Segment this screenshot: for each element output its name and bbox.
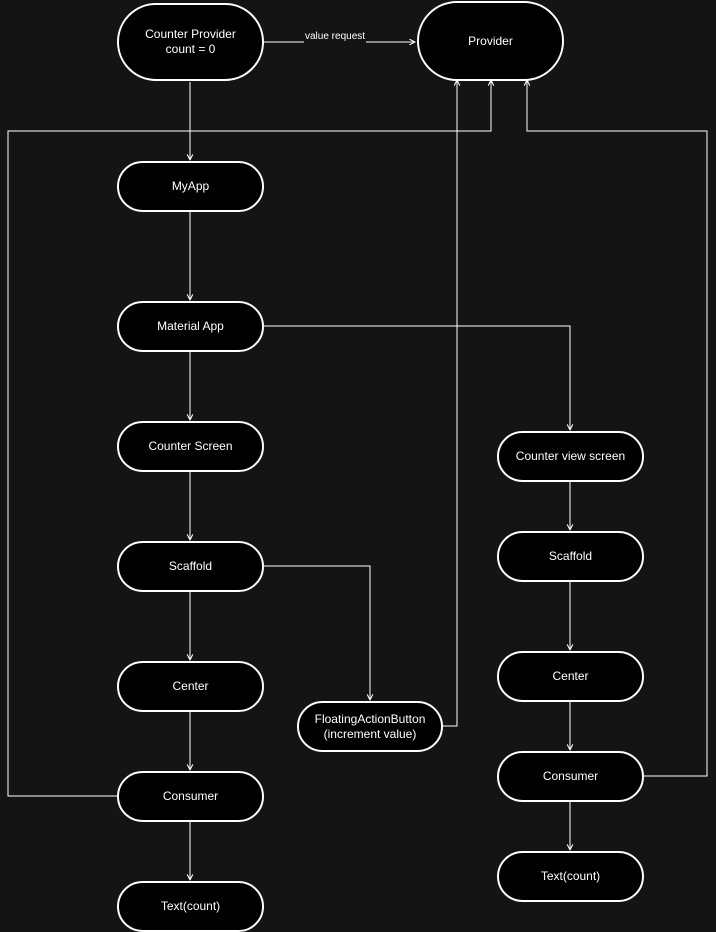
scaffold-right-node[interactable]: Scaffold [497, 531, 644, 582]
consumer-left-node[interactable]: Consumer [117, 771, 264, 822]
text-count-left-label: Text(count) [160, 899, 221, 913]
scaffold-right-label: Scaffold [548, 549, 593, 563]
edge-consumer-left-to-provider [7, 80, 491, 797]
counter-provider-title: Counter Provider [145, 27, 236, 41]
fab-subtitle: (increment value) [323, 726, 417, 741]
counter-view-screen-label: Counter view screen [515, 449, 626, 463]
center-left-label: Center [172, 679, 209, 693]
counter-screen-node[interactable]: Counter Screen [117, 421, 264, 472]
provider-label: Provider [468, 33, 513, 48]
text-count-right-node[interactable]: Text(count) [497, 851, 644, 902]
material-app-label: Material App [157, 319, 224, 333]
floating-action-button-node[interactable]: FloatingActionButton (increment value) [297, 701, 443, 752]
consumer-right-label: Consumer [542, 769, 599, 783]
edge-scaffold-to-fab [264, 565, 370, 700]
center-right-node[interactable]: Center [497, 651, 644, 702]
center-left-node[interactable]: Center [117, 661, 264, 712]
fab-title: FloatingActionButton [314, 711, 426, 726]
scaffold-left-label: Scaffold [168, 559, 213, 573]
consumer-left-label: Consumer [162, 789, 219, 803]
text-count-left-node[interactable]: Text(count) [117, 881, 264, 932]
value-request-label: value request [304, 31, 367, 43]
myapp-label: MyApp [171, 179, 210, 193]
scaffold-left-node[interactable]: Scaffold [117, 541, 264, 592]
text-count-right-label: Text(count) [540, 869, 601, 883]
edge-consumer-right-to-provider [527, 80, 708, 777]
consumer-right-node[interactable]: Consumer [497, 751, 644, 802]
edge-materialapp-to-counterviewscreen [264, 325, 570, 430]
material-app-node[interactable]: Material App [117, 301, 264, 352]
counter-provider-node[interactable]: Counter Provider count = 0 [117, 3, 264, 81]
center-right-label: Center [552, 669, 589, 683]
edge-fab-to-provider [443, 80, 457, 727]
counter-view-screen-node[interactable]: Counter view screen [497, 431, 644, 482]
counter-provider-count: count = 0 [165, 42, 216, 56]
provider-node[interactable]: Provider [417, 1, 564, 81]
myapp-node[interactable]: MyApp [117, 161, 264, 212]
counter-screen-label: Counter Screen [148, 439, 233, 453]
